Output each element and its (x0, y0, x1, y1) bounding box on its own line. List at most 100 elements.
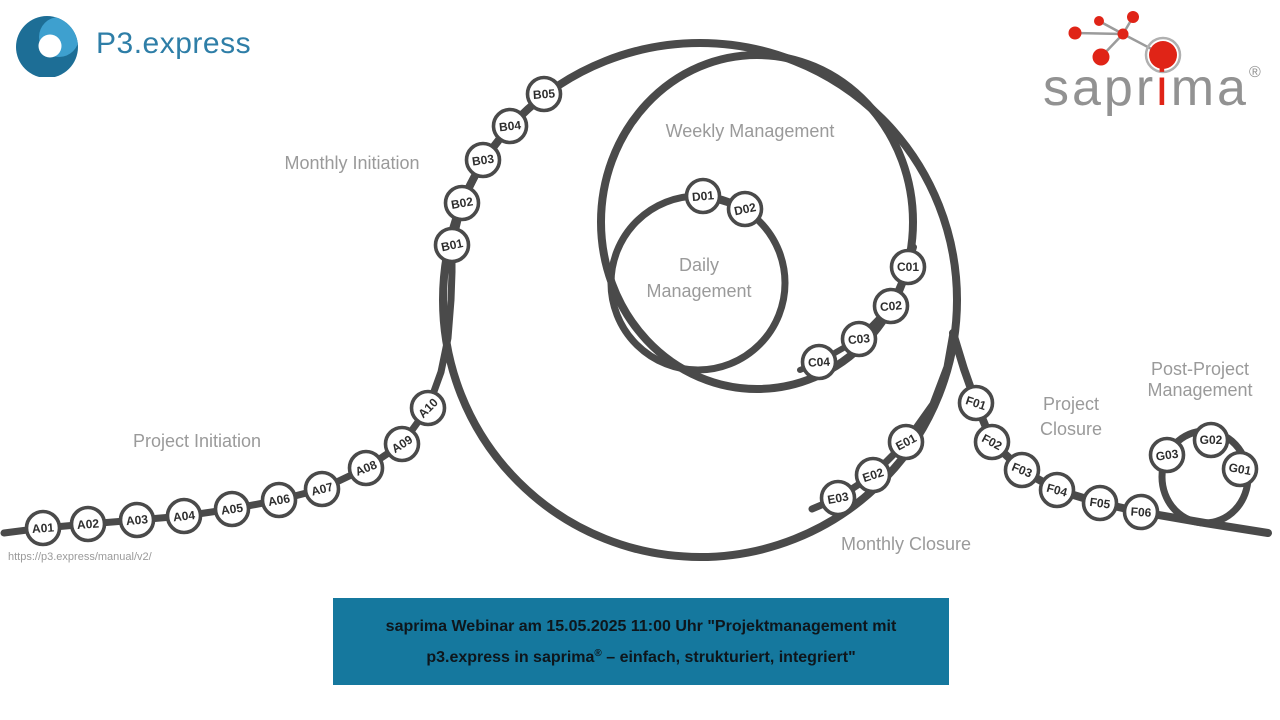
node-circle (433, 226, 471, 264)
saprima-wordmark: saprima® (1043, 58, 1261, 118)
node-circle (1003, 451, 1041, 489)
process-node-c03: C03 (840, 320, 878, 358)
process-node-g03: G03 (1148, 436, 1186, 474)
node-label: A07 (310, 480, 335, 499)
process-node-a04: A04 (165, 497, 203, 535)
process-node-g02: G02 (1192, 421, 1230, 459)
node-label: F06 (1130, 504, 1152, 519)
saprima-registered-mark: ® (1248, 64, 1261, 81)
node-label: B03 (471, 152, 495, 169)
node-circle (303, 470, 341, 508)
node-label: B05 (533, 86, 556, 102)
process-node-f01: F01 (957, 384, 995, 422)
process-node-f02: F02 (973, 423, 1011, 461)
node-label: C02 (879, 298, 902, 314)
process-node-e03: E03 (819, 479, 857, 517)
node-circle (213, 490, 251, 528)
process-node-c01: C01 (889, 248, 927, 286)
process-node-a01: A01 (24, 509, 62, 547)
saprima-wordmark-pre: sapr (1043, 59, 1157, 117)
node-circle (24, 509, 62, 547)
phase-label-project-initiation: Project Initiation (133, 431, 261, 451)
process-node-a03: A03 (118, 501, 156, 539)
node-circle (1192, 421, 1230, 459)
node-label: A06 (267, 491, 291, 509)
process-node-b02: B02 (443, 184, 481, 222)
node-circle (1122, 493, 1160, 531)
webinar-banner: saprima Webinar am 15.05.2025 11:00 Uhr … (333, 598, 949, 685)
node-label: A02 (77, 516, 100, 532)
node-circle (726, 190, 764, 228)
process-node-b01: B01 (433, 226, 471, 264)
node-label: A01 (32, 520, 55, 536)
node-circle (69, 505, 107, 543)
node-circle (118, 501, 156, 539)
node-circle (889, 248, 927, 286)
saprima-wordmark-i: i (1156, 59, 1171, 117)
node-circle (973, 423, 1011, 461)
webinar-banner-registered-mark: ® (594, 647, 602, 659)
node-circle (260, 481, 298, 519)
process-node-a07: A07 (303, 470, 341, 508)
node-circle (872, 287, 910, 325)
p3express-wordmark: P3.express (96, 27, 252, 60)
node-label: F05 (1089, 495, 1112, 512)
node-circle (383, 425, 421, 463)
webinar-banner-line1: saprima Webinar am 15.05.2025 11:00 Uhr … (385, 617, 897, 635)
node-label: E03 (826, 489, 850, 507)
p3express-logo: P3.express (13, 11, 251, 77)
process-node-d02: D02 (726, 190, 764, 228)
node-label: G03 (1155, 447, 1180, 464)
node-label: C04 (808, 355, 831, 370)
node-circle (409, 389, 447, 427)
node-circle (819, 479, 857, 517)
phase-label-weekly-management: Weekly Management (666, 121, 835, 141)
node-circle (347, 449, 385, 487)
node-label: C01 (897, 260, 919, 274)
node-circle (840, 320, 878, 358)
node-label: D01 (691, 188, 714, 204)
phase-label-monthly-initiation: Monthly Initiation (284, 153, 419, 173)
node-label: C03 (847, 331, 870, 347)
node-circle (854, 456, 892, 494)
node-circle (1148, 436, 1186, 474)
process-node-e02: E02 (854, 456, 892, 494)
webinar-banner-line2: p3.express in saprima® – einfach, strukt… (426, 640, 855, 671)
manual-url-caption: https://p3.express/manual/v2/ (8, 551, 152, 563)
p3express-logo-icon (16, 16, 78, 77)
process-node-f06: F06 (1122, 493, 1160, 531)
phase-label-monthly-closure: Monthly Closure (841, 534, 971, 554)
process-node-c04: C04 (800, 343, 838, 381)
process-node-b04: B04 (491, 107, 529, 145)
node-label: D02 (733, 200, 758, 218)
process-node-b05: B05 (525, 75, 563, 113)
node-label: G01 (1228, 460, 1253, 478)
process-node-a02: A02 (69, 505, 107, 543)
node-label: G02 (1200, 433, 1223, 447)
process-node-c02: C02 (872, 287, 910, 325)
node-label: F04 (1045, 481, 1069, 500)
node-circle (1221, 450, 1259, 488)
process-node-a06: A06 (260, 481, 298, 519)
monthly-cycle-circle (439, 39, 961, 561)
node-label: A04 (172, 508, 196, 524)
process-node-e01: E01 (887, 423, 925, 461)
weekly-cycle-circle (597, 51, 917, 393)
node-circle (165, 497, 203, 535)
saprima-molecule-icon (1068, 11, 1182, 74)
node-circle (443, 184, 481, 222)
node-circle (1038, 471, 1076, 509)
process-node-f03: F03 (1003, 451, 1041, 489)
process-node-a05: A05 (213, 490, 251, 528)
node-circle (800, 343, 838, 381)
webinar-banner-line2-pre: p3.express in saprima (426, 648, 595, 666)
node-label: B01 (440, 236, 465, 254)
process-node-f05: F05 (1081, 484, 1119, 522)
node-circle (957, 384, 995, 422)
phase-labels-layer: Project Initiation Monthly Initiation Week… (133, 121, 1253, 554)
node-label: B02 (450, 194, 474, 212)
